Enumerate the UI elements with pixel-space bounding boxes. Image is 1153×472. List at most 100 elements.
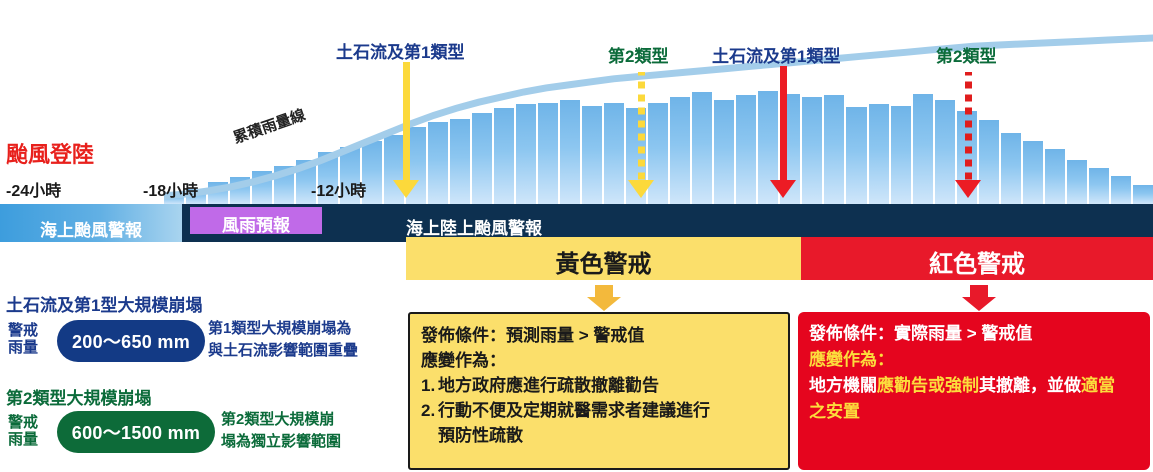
legend-type1-rain-label-line2: 雨量 [8,339,39,356]
legend-type1-note-line2: 與土石流影響範圍重疊 [208,342,359,359]
arrow-head-down-icon [393,180,419,198]
warning-band-row: 海上陸上颱風警報 風雨預報 海上颱風警報 [0,204,1153,242]
arrow-shaft [595,285,613,297]
stem-solid-red [770,66,796,200]
rainfall-bar [736,94,757,204]
red-box-body-line1-part2: 應勸告或強制 [877,376,979,395]
arrow-shaft [970,285,988,297]
yellow-alert-detail-box: 發佈條件：預測雨量 > 警戒值 應變作為： 1. 地方政府應進行疏散撤離勸告 2… [408,312,790,470]
red-box-condition: 發佈條件：實際雨量 > 警戒值 [809,324,1033,343]
sea-typhoon-warning-band: 海上颱風警報 [0,204,182,242]
rainfall-bar [670,95,691,204]
arrow-head-down-icon [962,297,996,311]
yellow-box-condition: 發佈條件：預測雨量 > 警戒值 [421,326,645,345]
hour-tick--18: -18小時 [143,183,199,200]
stem-shaft [638,72,645,182]
hour-tick--12: -12小時 [311,183,367,200]
sea-land-typhoon-warning-band: 海上陸上颱風警報 風雨預報 [182,204,1153,242]
legend-type2-threshold-pill: 600〜1500 mm [57,411,215,453]
annotation-type2-right: 第2類型 [936,47,997,66]
rainfall-bar [912,92,933,204]
legend-type1-title: 土石流及第1型大規模崩塌 [6,296,203,315]
rainfall-bar [868,103,889,204]
wind-rain-forecast-band: 風雨預報 [190,207,322,235]
rainfall-bar [274,164,295,204]
legend-type2-note-line1: 第2類型大規模崩 [221,411,335,428]
legend-type2-rain-label-line1: 警戒 [8,414,39,431]
sea-land-warning-label: 海上陸上颱風警報 [406,219,542,238]
yellow-box-item-2: 2. 行動不便及定期就醫需求者建議進行 [421,398,777,423]
legend-type1-rain-label: 警戒 雨量 [8,322,38,356]
annotation-type2-left: 第2類型 [608,47,669,66]
yellow-alert-band: 黃色警戒 [406,237,801,280]
rainfall-bar [516,103,537,204]
rainfall-bar [582,104,603,204]
rainfall-bar [560,98,581,204]
arrow-head-down-icon [628,180,654,198]
rainfall-bar [494,107,515,204]
rainfall-bar [1044,148,1065,204]
legend-type1-note-line1: 第1類型大規模崩塌為 [208,320,352,337]
yellow-box-item-1: 1. 地方政府應進行疏散撤離勸告 [421,373,777,398]
legend-type1-rain-label-line1: 警戒 [8,322,39,339]
yellow-alert-label: 黃色警戒 [555,251,652,278]
arrow-head-down-icon [955,180,981,198]
rainfall-bar [428,120,449,204]
red-box-action-header: 應變作為： [809,350,894,369]
sea-warning-label: 海上颱風警報 [40,221,142,240]
annotation-debris-flow-type1-right: 土石流及第1類型 [712,47,841,66]
red-alert-detail-box: 發佈條件：實際雨量 > 警戒值 應變作為： 地方機關應勸告或強制其撤離，並做適當… [798,312,1150,470]
rainfall-bar [450,117,471,204]
rainfall-bar [890,104,911,204]
red-box-body-line1: 地方機關應勸告或強制其撤離，並做適當 [809,373,1139,399]
alert-level-row: 黃色警戒 紅色警戒 [0,237,1153,280]
stem-shaft [780,66,787,182]
yellow-box-item-2-cont: 預防性疏散 [421,423,777,448]
typhoon-landfall-label: 颱風登陸 [6,142,95,167]
yellow-box-item-2-text: 行動不便及定期就醫需求者建議進行 [438,401,710,420]
rainfall-bar [538,101,559,204]
stem-shaft [403,62,410,182]
hour-tick--24: -24小時 [6,183,62,200]
red-connector-arrow-icon [962,285,996,311]
rainfall-bar [1132,183,1153,204]
yellow-box-body: 發佈條件：預測雨量 > 警戒值 應變作為： 1. 地方政府應進行疏散撤離勸告 2… [410,314,788,448]
rainfall-bar [1000,132,1021,204]
legend-type2-rain-label: 警戒 雨量 [8,414,38,448]
rainfall-bar [934,98,955,204]
yellow-box-item-2-cont-text: 預防性疏散 [438,426,523,445]
yellow-box-item-1-text: 地方政府應進行疏散撤離勸告 [438,376,659,395]
stem-dotted-red [955,72,981,200]
yellow-box-item-2-cont-num [421,423,438,448]
legend-type2-note-line2: 塌為獨立影響範圍 [221,433,342,450]
yellow-connector-arrow-icon [587,285,621,311]
legend-type2-rain-label-line2: 雨量 [8,431,39,448]
rainfall-bar [978,119,999,204]
legend-type2-note: 第2類型大規模崩 塌為獨立影響範圍 [221,409,341,453]
rainfall-bar [1110,174,1131,204]
rainfall-bar [714,98,735,204]
red-box-body-line2: 之安置 [809,402,860,421]
arrow-head-down-icon [587,297,621,311]
rainfall-bar [1066,158,1087,204]
rainfall-bar [846,106,867,204]
wind-rain-forecast-label: 風雨預報 [222,216,290,235]
rainfall-bar [230,176,251,204]
red-box-body-line1-part3: 其撤離，並做 [979,376,1081,395]
rainfall-bar [208,180,229,204]
stem-solid-yellow-left [393,62,419,200]
red-alert-band: 紅色警戒 [801,237,1153,280]
stem-shaft [965,72,972,182]
legend-type1-note: 第1類型大規模崩塌為 與土石流影響範圍重疊 [208,318,358,362]
red-alert-label: 紅色警戒 [929,251,1025,278]
legend-type1-threshold-pill: 200〜650 mm [57,320,205,362]
rainfall-bar [472,111,493,204]
rainfall-bar [692,91,713,204]
yellow-box-action-header: 應變作為： [421,351,506,370]
yellow-box-item-1-num: 1. [421,376,436,395]
red-box-body: 發佈條件：實際雨量 > 警戒值 應變作為： 地方機關應勸告或強制其撤離，並做適當… [798,312,1150,425]
rainfall-bar [252,170,273,204]
rainfall-bar [1088,167,1109,204]
stem-dotted-yellow [628,72,654,200]
